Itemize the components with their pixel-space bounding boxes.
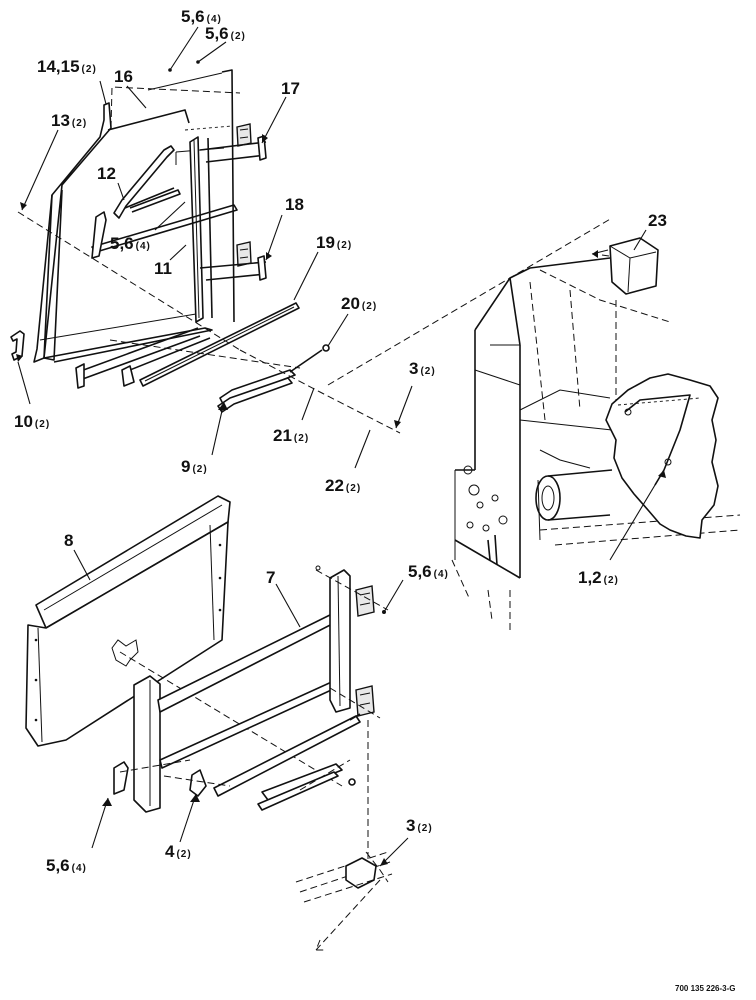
callout-labels: 5,6(4) 5,6(2) 14,15(2) 16 17 13(2) 12 5,… (14, 7, 667, 875)
callout-16: 16 (114, 67, 133, 86)
callout-5-6-4-mid: 5,6(4) (110, 234, 151, 253)
callout-5-6-4-bottom: 5,6(4) (46, 856, 87, 875)
figure-code: 700 135 226-3-G (675, 984, 736, 993)
callout-8: 8 (64, 531, 73, 550)
callout-19: 19(2) (316, 233, 352, 252)
callout-9: 9(2) (181, 457, 208, 476)
callout-10: 10(2) (14, 412, 50, 431)
callout-17: 17 (281, 79, 300, 98)
callout-5-6-4-right: 5,6(4) (408, 562, 449, 581)
callout-18: 18 (285, 195, 304, 214)
callout-12: 12 (97, 164, 116, 183)
callout-11: 11 (154, 259, 172, 278)
callout-23: 23 (648, 211, 667, 230)
callout-20: 20(2) (341, 294, 377, 313)
callout-5-6-4-top: 5,6(4) (181, 7, 222, 26)
callout-13: 13(2) (51, 111, 87, 130)
lower-shield-assembly (25, 495, 393, 951)
callout-7: 7 (266, 568, 275, 587)
callout-14-15: 14,15(2) (37, 57, 97, 76)
callout-5-6-2-top: 5,6(2) (205, 24, 246, 43)
callout-22: 22(2) (325, 476, 361, 495)
upper-shield-assembly (10, 69, 401, 434)
callout-1-2: 1,2(2) (578, 568, 619, 587)
callout-21: 21(2) (273, 426, 309, 445)
callout-3-top: 3(2) (409, 359, 436, 378)
callout-3-bottom: 3(2) (406, 816, 433, 835)
baler-frame (327, 217, 741, 630)
leader-lines (16, 26, 666, 867)
callout-4: 4(2) (165, 842, 192, 861)
